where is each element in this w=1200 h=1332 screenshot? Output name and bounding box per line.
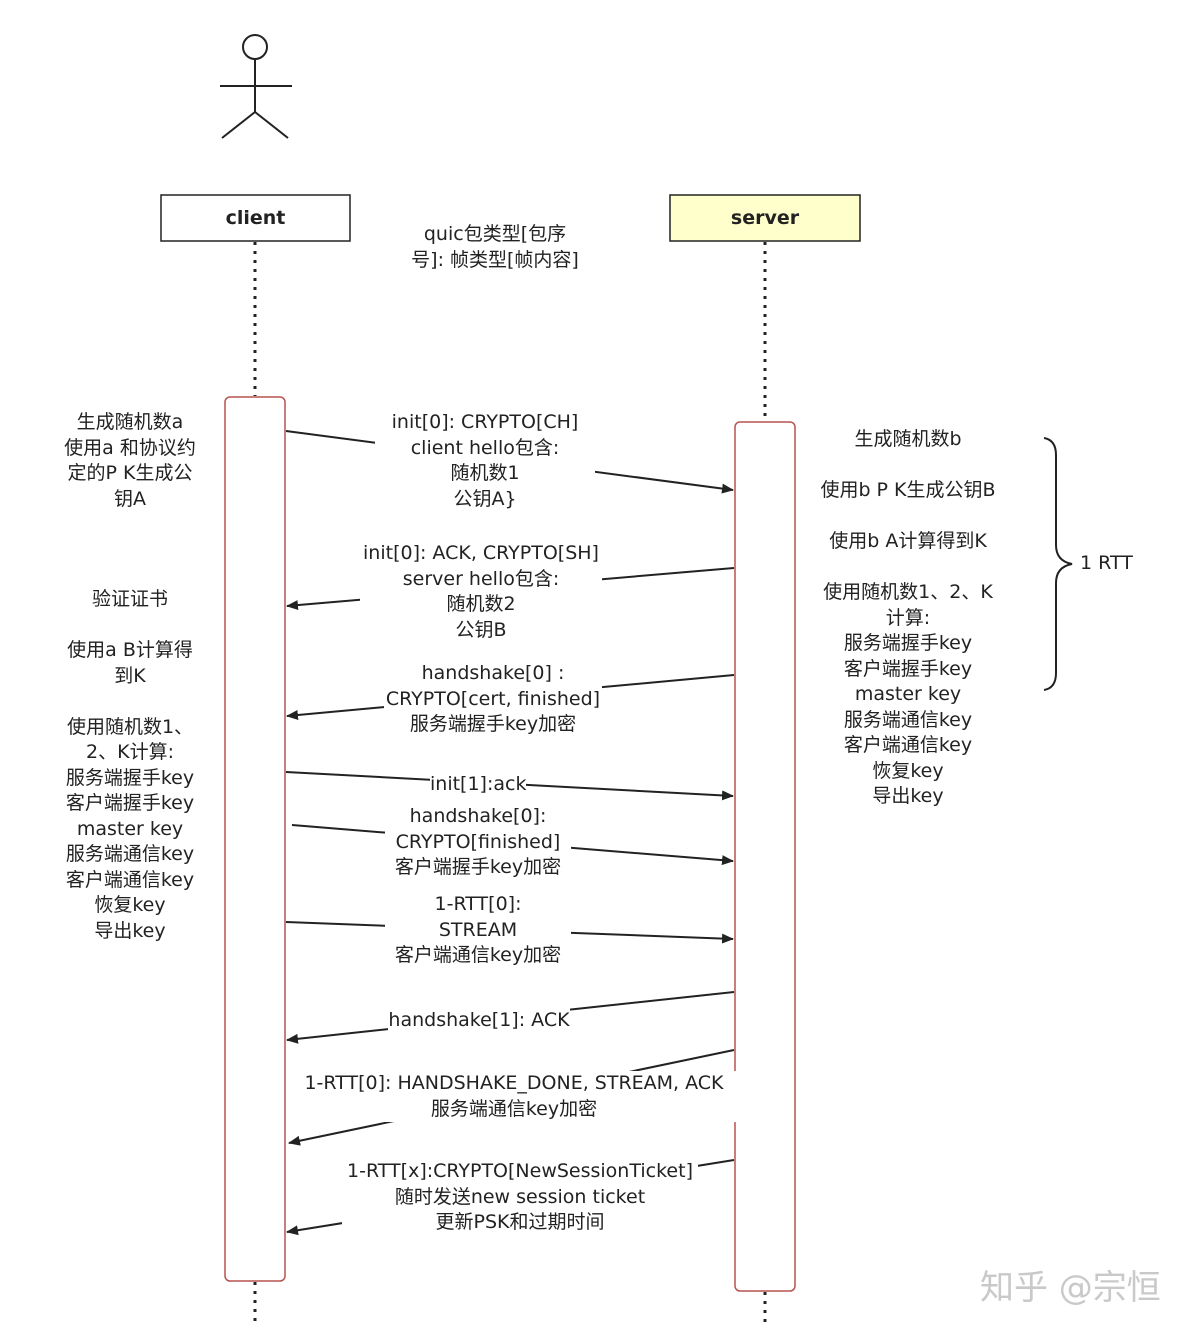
client-box bbox=[160, 194, 351, 242]
message-label-7: handshake[1]: ACK bbox=[388, 1008, 570, 1034]
message-label-3: handshake[0] : CRYPTO[cert, finished] 服务… bbox=[384, 661, 602, 738]
rtt-brace bbox=[1043, 437, 1073, 691]
message-label-6: 1-RTT[0]: STREAM 客户端通信key加密 bbox=[385, 892, 571, 969]
watermark: 知乎 @宗恒 bbox=[980, 1268, 1161, 1308]
message-label-9: 1-RTT[x]:CRYPTO[NewSessionTicket] 随时发送ne… bbox=[342, 1159, 698, 1236]
message-label-4: init[1]:ack bbox=[430, 772, 526, 798]
rtt-label: 1 RTT bbox=[1080, 552, 1133, 574]
server-activation bbox=[734, 421, 796, 1292]
message-label-5: handshake[0]: CRYPTO[finished] 客户端握手key加… bbox=[385, 804, 571, 881]
message-label-8: 1-RTT[0]: HANDSHAKE_DONE, STREAM, ACK 服务… bbox=[290, 1071, 738, 1122]
server-label: server bbox=[730, 207, 800, 229]
legend-note: quic包类型[包序 号]: 帧类型[帧内容] bbox=[411, 223, 579, 271]
server-note-compute: 生成随机数b 使用b P K生成公钥B 使用b A计算得到K 使用随机数1、2、… bbox=[820, 428, 996, 807]
message-label-1: init[0]: CRYPTO[CH] client hello包含: 随机数1… bbox=[375, 410, 595, 512]
client-label: client bbox=[225, 207, 286, 229]
actor-icon bbox=[220, 34, 292, 139]
client-note-compute: 验证证书 使用a B计算得 到K 使用随机数1、 2、K计算: 服务端握手key… bbox=[65, 588, 195, 942]
client-activation bbox=[224, 396, 286, 1282]
message-label-2: init[0]: ACK, CRYPTO[SH] server hello包含:… bbox=[360, 541, 602, 643]
server-box bbox=[669, 194, 861, 242]
client-note-generate: 生成随机数a 使用a 和协议约 定的P K生成公 钥A bbox=[64, 411, 196, 510]
